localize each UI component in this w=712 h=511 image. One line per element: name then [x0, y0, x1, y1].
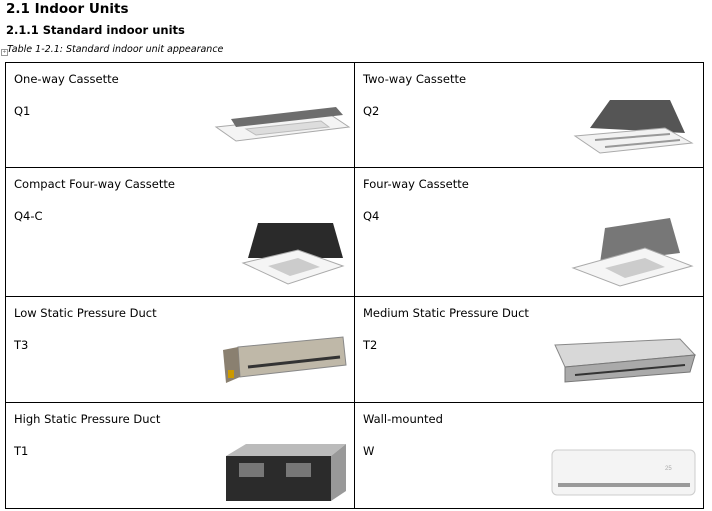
subsection-heading: 2.1.1 Standard indoor units	[6, 23, 185, 37]
unit-name: One-way Cassette	[14, 72, 119, 86]
unit-code: T3	[14, 338, 29, 352]
unit-code: T1	[14, 444, 29, 458]
unit-code: Q1	[14, 104, 31, 118]
unit-name: Low Static Pressure Duct	[14, 306, 157, 320]
four-way-cassette-image	[571, 218, 694, 287]
table-cell: Two-way Cassette Q2	[354, 62, 704, 168]
table-cell: Low Static Pressure Duct T3	[5, 296, 355, 403]
table-cell: Compact Four-way Cassette Q4-C	[5, 167, 355, 297]
high-static-duct-image	[226, 444, 346, 501]
one-way-cassette-image	[214, 107, 351, 142]
unit-name: Four-way Cassette	[363, 177, 469, 191]
unit-code: Q4-C	[14, 209, 43, 223]
medium-static-duct-image	[554, 338, 697, 383]
unit-name: Compact Four-way Cassette	[14, 177, 175, 191]
compact-four-way-cassette-image	[241, 223, 345, 285]
table-cell: Medium Static Pressure Duct T2	[354, 296, 704, 403]
table-row: Low Static Pressure Duct T3 Medium Stati…	[5, 296, 704, 403]
unit-code: T2	[363, 338, 378, 352]
table-caption: Table 1-2.1: Standard indoor unit appear…	[7, 44, 224, 55]
unit-name: Wall-mounted	[363, 412, 443, 426]
unit-name: High Static Pressure Duct	[14, 412, 161, 426]
two-way-cassette-image	[573, 100, 694, 154]
wall-mounted-image: 25	[551, 449, 696, 496]
table-row: Compact Four-way Cassette Q4-C Four-way …	[5, 167, 704, 297]
unit-name: Medium Static Pressure Duct	[363, 306, 529, 320]
unit-name: Two-way Cassette	[363, 72, 467, 86]
section-heading: 2.1 Indoor Units	[6, 1, 129, 17]
table-row: One-way Cassette Q1 Two-way Cassette Q2	[5, 62, 704, 168]
unit-code: Q2	[363, 104, 380, 118]
unit-code: Q4	[363, 209, 380, 223]
table-row: High Static Pressure Duct T1 Wall-mounte…	[5, 402, 704, 509]
table-cell: One-way Cassette Q1	[5, 62, 355, 168]
table-move-handle-icon[interactable]: +	[1, 49, 8, 56]
unit-code: W	[363, 444, 375, 458]
svg-text:25: 25	[665, 466, 672, 472]
indoor-units-table: One-way Cassette Q1 Two-way Cassette Q2 …	[5, 62, 704, 509]
table-cell: Four-way Cassette Q4	[354, 167, 704, 297]
low-static-duct-image	[223, 336, 347, 383]
table-cell: High Static Pressure Duct T1	[5, 402, 355, 509]
table-cell: Wall-mounted W 25	[354, 402, 704, 509]
